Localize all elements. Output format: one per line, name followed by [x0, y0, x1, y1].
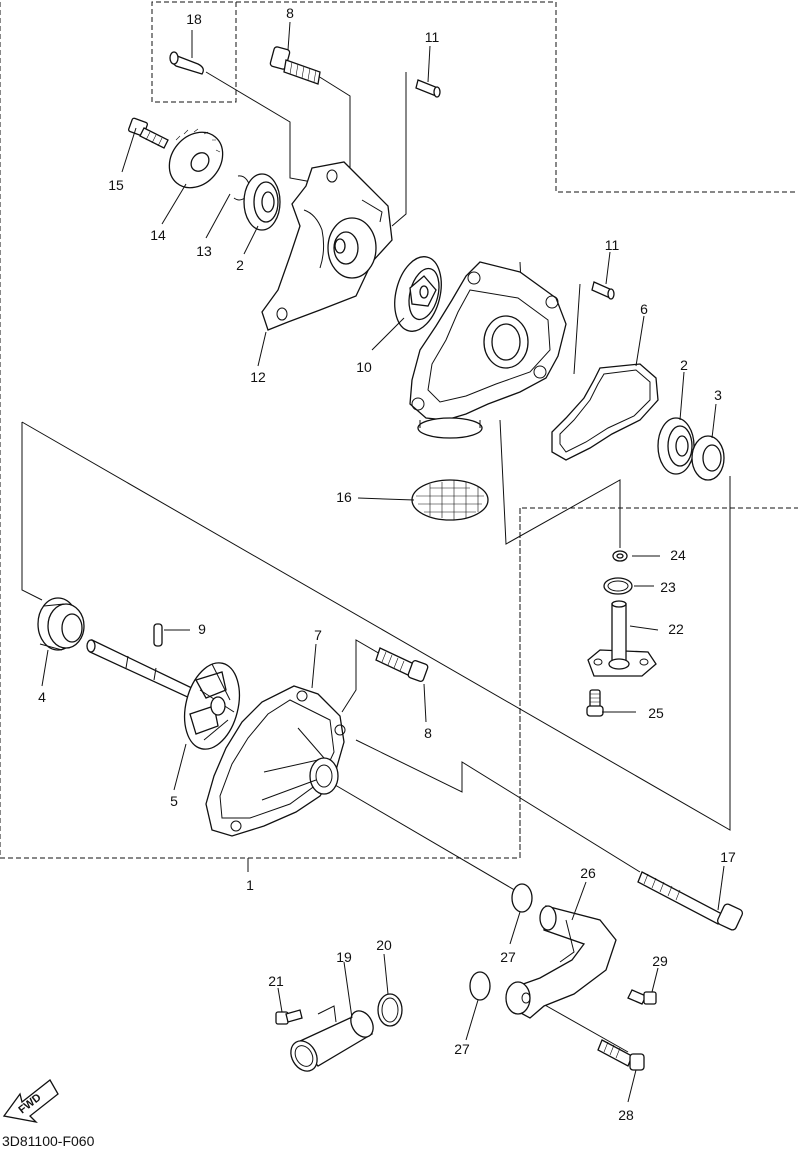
callout-3: 3	[714, 387, 722, 403]
o-ring-20	[377, 993, 403, 1027]
bolt-21	[275, 1009, 303, 1025]
callout-28: 28	[618, 1107, 634, 1123]
o-ring-27-lower	[469, 971, 491, 1001]
gear-14	[168, 128, 224, 189]
callout-20: 20	[376, 937, 392, 953]
oil-seal-3	[691, 435, 725, 481]
callout-27-lower: 27	[454, 1041, 470, 1057]
callout-26: 26	[580, 865, 596, 881]
impeller-5	[183, 662, 241, 750]
bolt-29	[627, 989, 657, 1005]
washer-24	[612, 550, 628, 562]
callout-23: 23	[660, 579, 676, 595]
callout-10: 10	[356, 359, 372, 375]
callout-6: 6	[640, 301, 648, 317]
callout-18: 18	[186, 11, 202, 27]
callout-leaders	[41, 21, 725, 1103]
callout-15: 15	[108, 177, 124, 193]
pin-9	[153, 623, 163, 647]
callout-4: 4	[38, 689, 46, 705]
rotor-10	[394, 256, 442, 332]
callout-19: 19	[336, 949, 352, 965]
gasket-6	[551, 363, 659, 461]
callout-29: 29	[652, 953, 668, 969]
bearing-2-upper	[243, 173, 281, 231]
callout-8-lower: 8	[424, 725, 432, 741]
callout-7: 7	[314, 627, 322, 643]
pin-11-upper	[415, 79, 441, 98]
bolt-8-upper	[269, 46, 321, 85]
callout-14: 14	[150, 227, 166, 243]
diagram-code: 3D81100-F060	[2, 1133, 95, 1149]
callout-numbers: 18 8 11 15 14 13 2 12 10 11 6 2 3 16 24 …	[38, 5, 736, 1123]
callout-24: 24	[670, 547, 686, 563]
pump-cover-7	[205, 685, 346, 837]
bolt-28	[597, 1039, 645, 1071]
callout-13: 13	[196, 243, 212, 259]
dowel-pin-18	[169, 51, 204, 75]
inlet-pipe-19	[290, 1005, 374, 1072]
callout-25: 25	[648, 705, 664, 721]
callout-11-right: 11	[605, 237, 620, 253]
callout-2-upper: 2	[236, 257, 244, 273]
long-bolt-17	[637, 871, 744, 931]
callout-21: 21	[268, 973, 284, 989]
callout-27-upper: 27	[500, 949, 516, 965]
bolt-8-lower	[375, 647, 429, 682]
pump-body	[409, 261, 567, 439]
bolt-25	[586, 689, 604, 717]
strainer-16	[411, 479, 489, 521]
fwd-direction-badge: FWD	[2, 1079, 59, 1124]
callout-8-top: 8	[286, 5, 294, 21]
pipe-26	[505, 905, 617, 1019]
callout-1: 1	[246, 877, 254, 893]
callout-2-right: 2	[680, 357, 688, 373]
callout-12: 12	[250, 369, 266, 385]
bearing-2-right	[657, 417, 695, 475]
assembly-boundary-lines	[0, 1, 798, 859]
pump-housing-12	[261, 161, 393, 331]
callout-16: 16	[336, 489, 352, 505]
pump-shaft	[86, 639, 197, 701]
callout-9: 9	[198, 621, 206, 637]
o-ring-23	[603, 577, 633, 595]
o-ring-27-upper	[511, 883, 533, 913]
pin-11-right	[591, 281, 615, 300]
bolt-15	[128, 117, 169, 149]
pipe-fitting-22	[587, 600, 657, 677]
mechanical-seal-4	[37, 597, 85, 651]
callout-11-top: 11	[425, 29, 440, 45]
callout-17: 17	[720, 849, 736, 865]
callout-5: 5	[170, 793, 178, 809]
callout-22: 22	[668, 621, 684, 637]
